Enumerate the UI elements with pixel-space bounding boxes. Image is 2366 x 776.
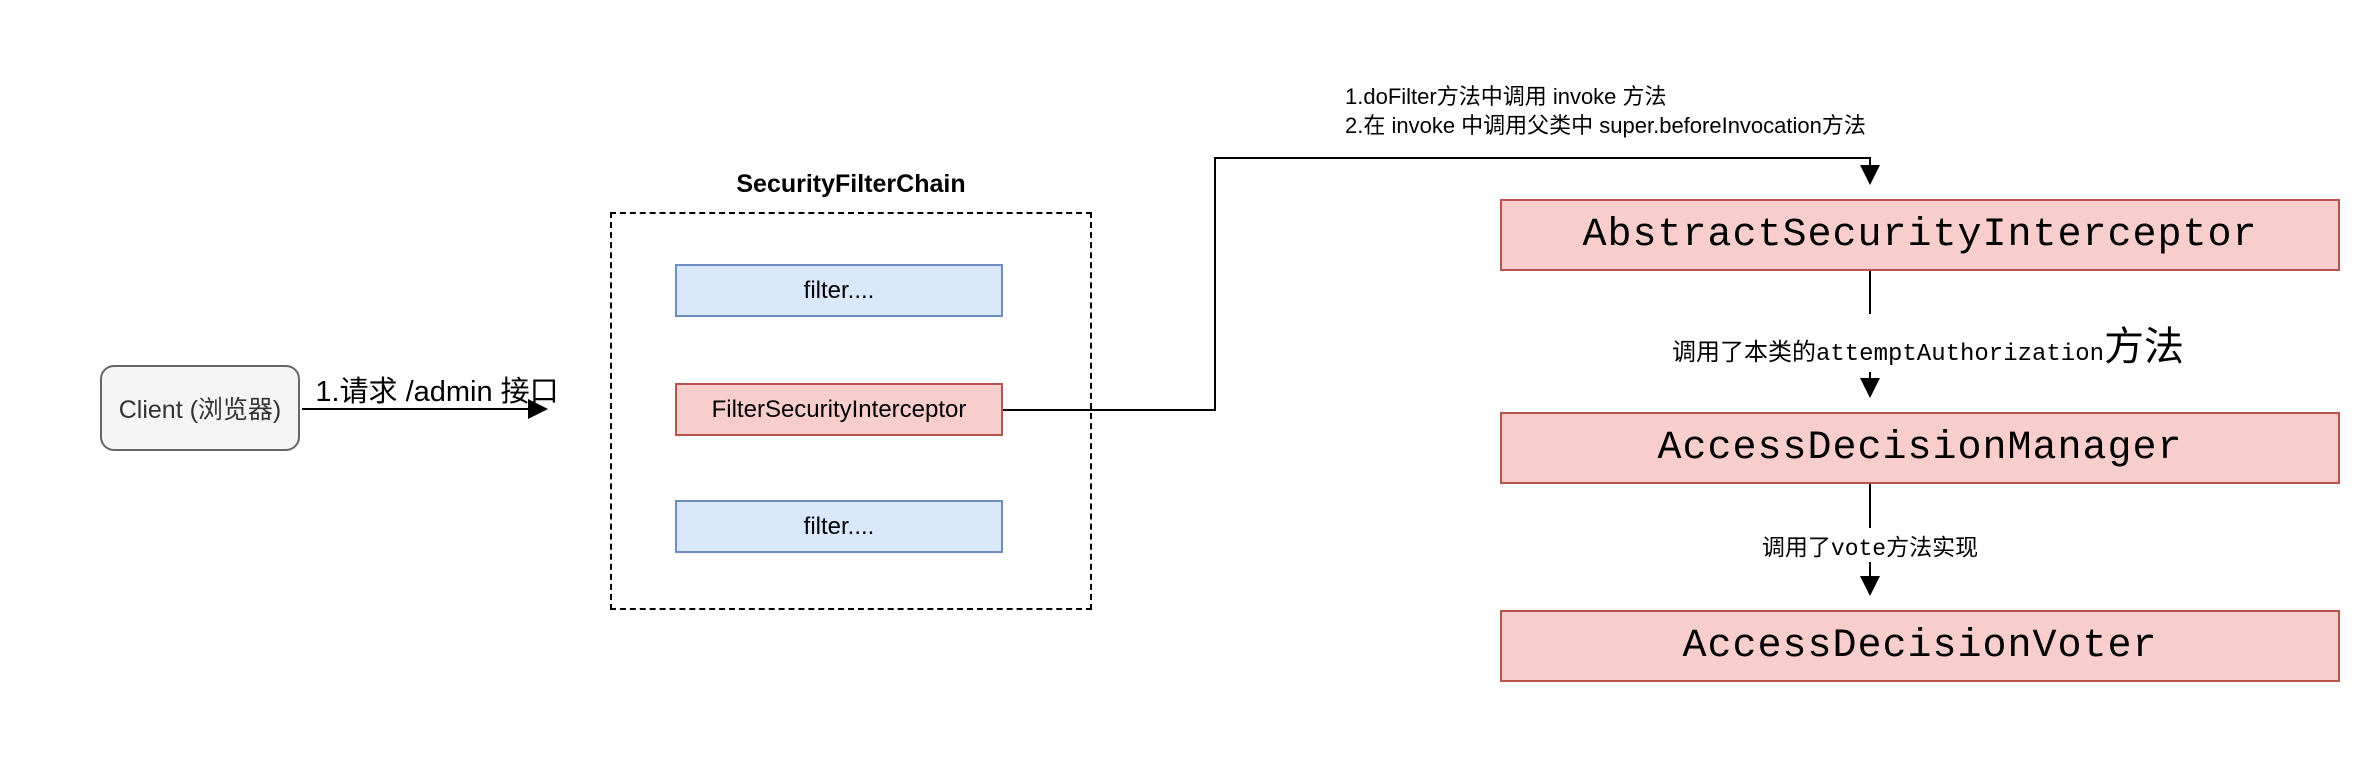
vote-label-prefix: 调用了 (1761, 534, 1831, 560)
vote-label-code: vote (1830, 536, 1887, 562)
abstract-security-interceptor-label: AbstractSecurityInterceptor (1582, 212, 2258, 258)
filter-node-bottom-label: filter.... (803, 512, 875, 540)
access-decision-voter-label: AccessDecisionVoter (1682, 623, 2158, 669)
interceptor-connector-line (1003, 157, 1880, 411)
attempt-label-code: attemptAuthorization (1815, 341, 2105, 368)
access-decision-manager-label: AccessDecisionManager (1657, 425, 2183, 471)
attempt-label-prefix: 调用了本类的 (1671, 339, 1816, 366)
request-arrow-label: 1.请求 /admin 接口 (315, 376, 559, 408)
filter-node-bottom: filter.... (675, 500, 1003, 553)
filter-node-top-label: filter.... (803, 276, 875, 304)
security-filter-chain-title: SecurityFilterChain (736, 170, 966, 198)
invoke-annotation-line2: 2.在 invoke 中调用父类中 super.beforeInvocation… (1345, 113, 1866, 138)
attempt-label-suffix: 方法 (2104, 325, 2185, 369)
access-decision-voter-node: AccessDecisionVoter (1500, 610, 2340, 682)
vote-label-suffix: 方法实现 (1886, 534, 1979, 560)
filter-node-top: filter.... (675, 264, 1003, 317)
client-node: Client (浏览器) (100, 365, 300, 451)
invoke-annotation-line1: 1.doFilter方法中调用 invoke 方法 (1345, 84, 1667, 109)
client-node-label: Client (浏览器) (118, 396, 282, 424)
access-decision-manager-node: AccessDecisionManager (1500, 412, 2340, 484)
filter-security-interceptor-node: FilterSecurityInterceptor (675, 383, 1003, 436)
security-filter-chain-container (610, 212, 1092, 610)
invoke-annotation: 1.doFilter方法中调用 invoke 方法 2.在 invoke 中调用… (1345, 82, 1866, 140)
abstract-security-interceptor-node: AbstractSecurityInterceptor (1500, 199, 2340, 271)
filter-security-interceptor-label: FilterSecurityInterceptor (711, 395, 967, 423)
